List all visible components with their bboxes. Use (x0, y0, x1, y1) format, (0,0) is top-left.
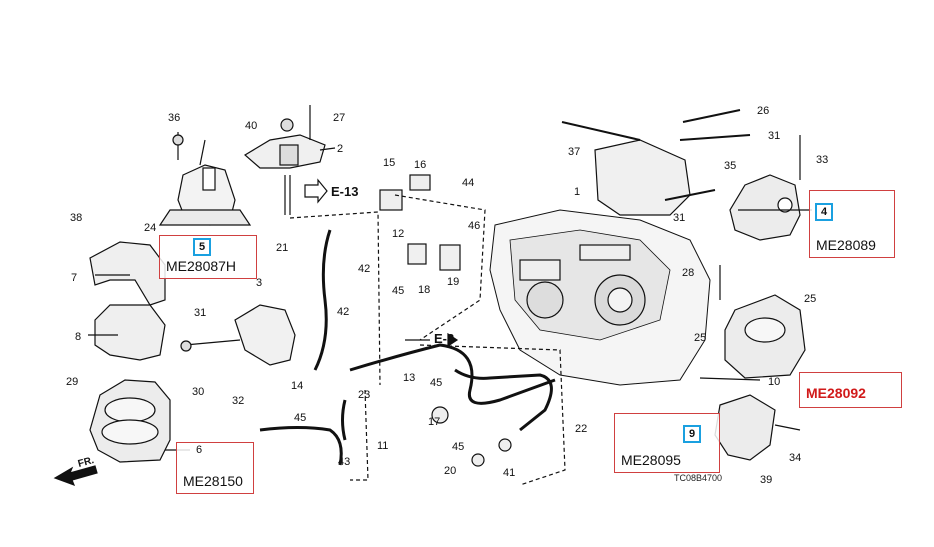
label-32: 32 (232, 395, 245, 407)
ref-e13: E-13 (331, 184, 359, 199)
label-18: 18 (418, 284, 431, 296)
part-number-10-index: 10 (768, 376, 781, 388)
ref-e3: E-3 (434, 331, 455, 346)
part-number-6: ME28150 (183, 473, 243, 489)
label-14: 14 (291, 380, 304, 392)
label-7: 7 (71, 272, 78, 284)
label-8: 8 (75, 331, 82, 343)
label-46: 46 (468, 220, 481, 232)
label-17: 17 (428, 416, 441, 428)
label-45-left: 45 (294, 412, 307, 424)
label-26: 26 (757, 105, 770, 117)
label-34: 34 (789, 452, 802, 464)
label-30: 30 (192, 386, 205, 398)
label-2: 2 (337, 143, 344, 155)
label-31-top: 31 (768, 130, 781, 142)
label-25-right: 25 (804, 293, 817, 305)
diagram-code: TC08B4700 (674, 473, 723, 483)
label-1: 1 (574, 186, 581, 198)
label-43: 43 (338, 456, 351, 468)
label-23: 23 (358, 389, 371, 401)
label-40: 40 (245, 120, 258, 132)
label-11: 11 (377, 440, 389, 452)
part-box-9: ME28095 (614, 413, 720, 473)
label-45-upper: 45 (392, 285, 405, 297)
callout-marker-5: 5 (193, 238, 211, 256)
label-28: 28 (682, 267, 695, 279)
part-box-6: ME28150 (176, 442, 254, 494)
label-27: 27 (333, 112, 346, 124)
label-13: 13 (403, 372, 416, 384)
label-35: 35 (724, 160, 737, 172)
label-37: 37 (568, 146, 581, 158)
label-36: 36 (168, 112, 181, 124)
callout-marker-9: 9 (683, 425, 701, 443)
part-number-4: ME28089 (816, 237, 876, 253)
label-33: 33 (816, 154, 829, 166)
label-20: 20 (444, 465, 457, 477)
diagram-lines (53, 105, 812, 487)
label-31-mid: 31 (673, 212, 686, 224)
part-number-9: ME28095 (621, 452, 681, 468)
callout-marker-6: 6 (196, 444, 203, 456)
part-number-10: ME28092 (806, 385, 866, 401)
label-42-bottom: 42 (337, 306, 350, 318)
label-39: 39 (760, 474, 773, 486)
part-box-4: ME28089 (809, 190, 895, 258)
callout-marker-4: 4 (815, 203, 833, 221)
label-3: 3 (256, 277, 263, 289)
label-44: 44 (462, 177, 475, 189)
label-22: 22 (575, 423, 588, 435)
label-24: 24 (144, 222, 157, 234)
label-41: 41 (503, 467, 516, 479)
part-number-5: ME28087H (166, 258, 237, 274)
label-21: 21 (276, 242, 289, 254)
label-42-top: 42 (358, 263, 371, 275)
part-box-10: 10 ME28092 (768, 372, 902, 408)
label-16: 16 (414, 159, 427, 171)
label-38: 38 (70, 212, 83, 224)
label-12: 12 (392, 228, 405, 240)
label-45-lower: 45 (452, 441, 465, 453)
label-19: 19 (447, 276, 460, 288)
label-15: 15 (383, 157, 396, 169)
label-25-left: 25 (694, 332, 707, 344)
label-29: 29 (66, 376, 79, 388)
label-31-left: 31 (194, 307, 207, 319)
label-45-mid: 45 (430, 377, 443, 389)
